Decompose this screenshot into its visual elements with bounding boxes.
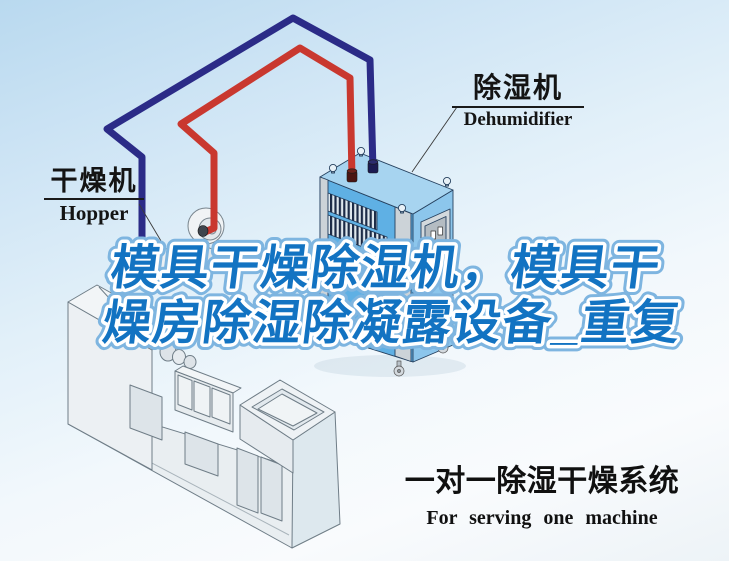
overlay-title-line2: 燥房除湿除凝露设备_重复 [100, 296, 685, 350]
hopper-leader-line [138, 203, 165, 247]
overlay-title-line2-halo: 燥房除湿除凝露设备_重复 [100, 296, 685, 350]
dehumidifier-leader-line [411, 106, 458, 173]
dehumidifier-corner-column [394, 206, 412, 362]
overlay-title: 模具干燥除湿机，模具干 模具干燥除湿机，模具干 模具干燥除湿机，模具干 燥房除湿… [93, 235, 691, 357]
machine-window-3b [260, 456, 283, 522]
injection-molding-machine [67, 284, 341, 549]
pipe-fittings [197, 159, 379, 237]
pipe-navy [103, 14, 377, 259]
hopper-dryer [141, 207, 225, 291]
overlay-title-line1: 模具干燥除湿机，模具干 [108, 241, 665, 295]
injection-cylinder [134, 305, 167, 345]
machine-window-2 [184, 431, 219, 477]
dehumidifier-control-panel [420, 208, 451, 272]
hopper-label-en: Hopper [59, 201, 129, 226]
caption: 一对一除湿干燥系统 For serving one machine [396, 456, 688, 530]
dehumidifier-label-en: Dehumidifier [463, 109, 573, 131]
dehumidifier-left-column [319, 176, 329, 336]
overlay-title-line1-halo: 模具干燥除湿机，模具干 [108, 241, 665, 295]
dehumidifier-casters [325, 333, 449, 377]
dehumidifier-eyelets [328, 146, 452, 214]
dehumidifier-label-zh: 除湿机 [452, 74, 584, 109]
machine-safety-door [174, 365, 242, 433]
machine-window-1 [129, 384, 163, 441]
hopper-label: 干燥机 Hopper [44, 167, 144, 224]
caption-zh: 一对一除湿干燥系统 [404, 465, 680, 498]
overlay-title-line2-outline: 燥房除湿除凝露设备_重复 [100, 296, 685, 350]
overlay-title-line1-outline: 模具干燥除湿机，模具干 [108, 241, 665, 295]
dehumidifier-louvers [327, 192, 388, 257]
machine-top-fold [98, 286, 121, 311]
dehumidifier-shadow [314, 355, 466, 377]
dehumidifier-label: 除湿机 Dehumidifier [452, 74, 584, 130]
machine-clamping-unit [239, 379, 336, 474]
hopper-label-zh: 干燥机 [44, 167, 144, 201]
caption-en: For serving one machine [426, 507, 658, 529]
pipe-red [177, 44, 356, 236]
machine-window-3a [236, 447, 259, 514]
hopper-neck [147, 267, 164, 291]
